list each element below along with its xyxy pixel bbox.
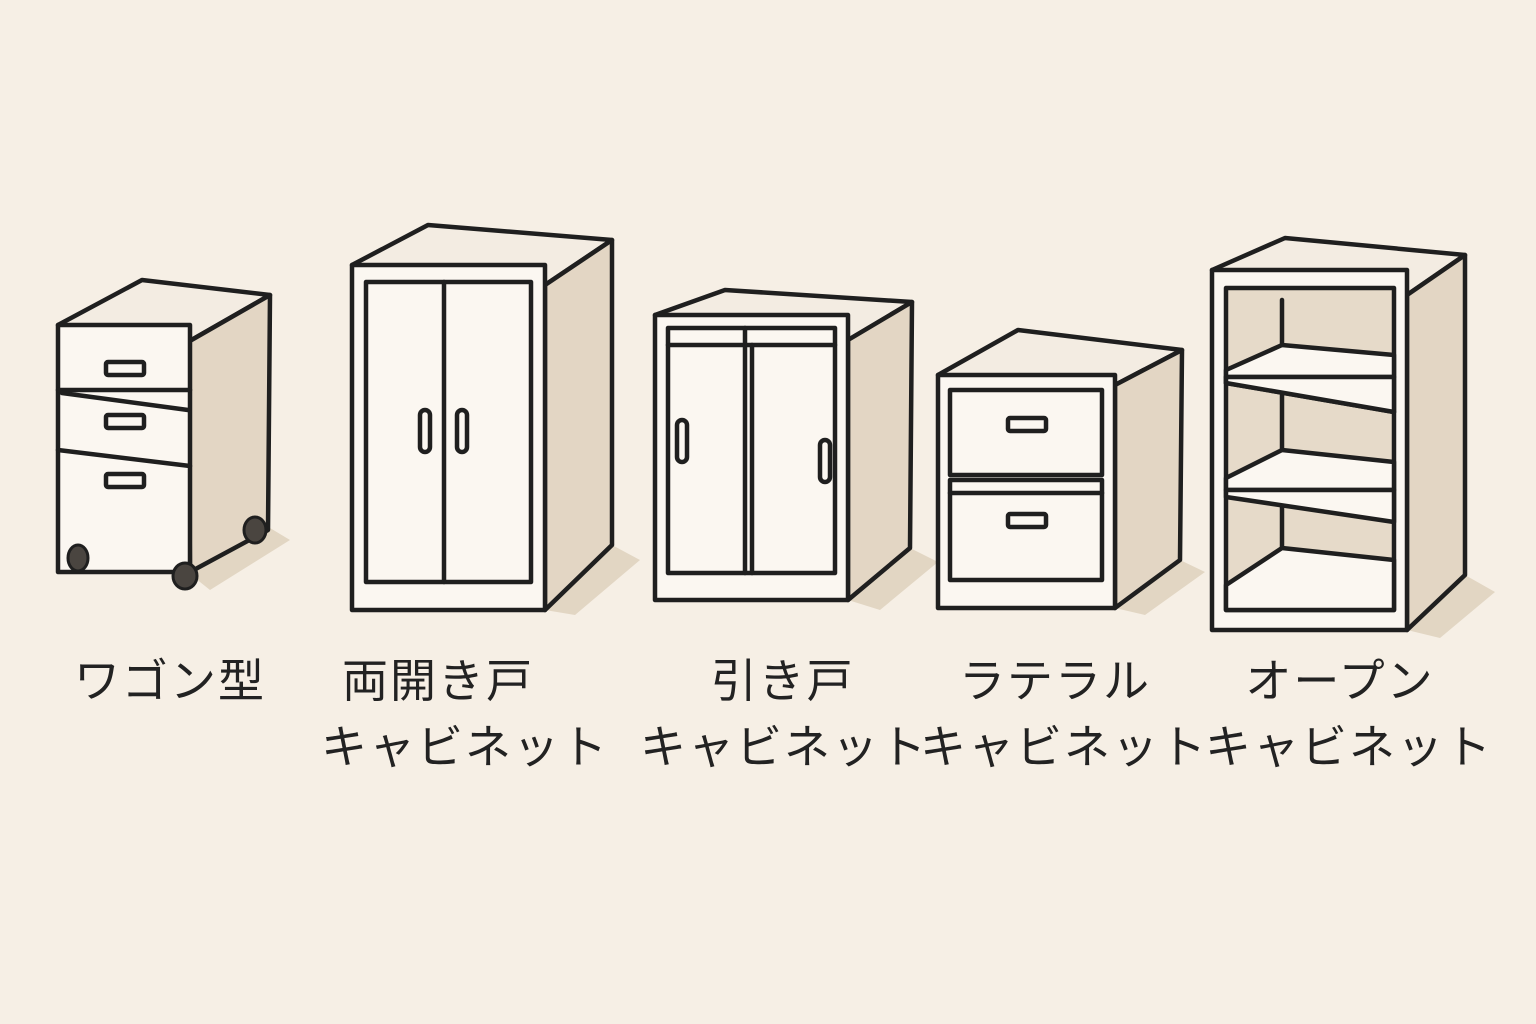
label-line: キャビネット (321, 720, 609, 774)
label-line: キャビネット (1205, 720, 1493, 774)
label-sliding-door: 引き戸 キャビネット (640, 648, 928, 780)
label-line: 両開き戸 (342, 654, 534, 708)
wagon-cabinet-icon (55, 277, 290, 591)
label-wagon: ワゴン型 (55, 648, 285, 714)
label-lateral: ラテラル キャビネット (920, 648, 1208, 780)
open-cabinet-icon (1209, 235, 1495, 638)
lateral-cabinet-icon (935, 327, 1205, 615)
label-line: 引き戸 (710, 654, 855, 708)
sliding-door-cabinet-icon (652, 287, 938, 610)
double-door-cabinet-icon (349, 222, 640, 615)
label-line: キャビネット (920, 720, 1208, 774)
label-open: オープン キャビネット (1205, 648, 1493, 780)
label-line: ラテラル (959, 654, 1151, 708)
label-double-door: 両開き戸 キャビネット (320, 648, 610, 780)
label-line: オープン (1245, 654, 1435, 708)
label-line: ワゴン型 (74, 654, 266, 708)
label-line: キャビネット (640, 720, 928, 774)
